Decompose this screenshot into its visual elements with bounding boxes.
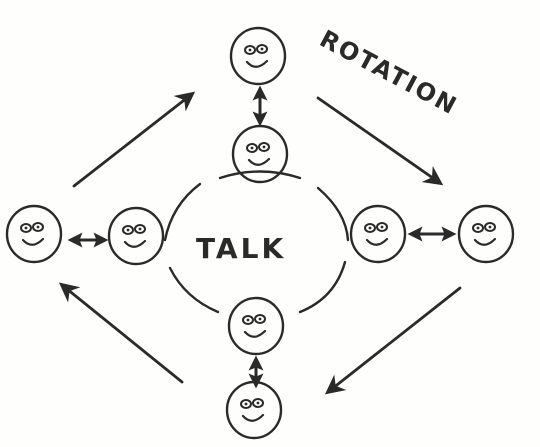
rotation-arrow-top-right [316, 96, 444, 186]
face-left-outer [5, 204, 63, 264]
rotation-label: ROTATION [315, 25, 462, 121]
face-right-outer [457, 204, 515, 264]
face-right-inner [349, 204, 407, 264]
face-top-outer [229, 26, 287, 86]
rotation-arrow-top-left [72, 91, 196, 188]
face-top-inner [231, 124, 289, 184]
rotation-arrow-bottom-right [324, 286, 462, 395]
face-bottom-outer [225, 380, 283, 440]
talk-circle [163, 170, 350, 314]
face-left-inner [107, 206, 165, 266]
face-bottom-inner [227, 296, 285, 356]
center-label: TALK [196, 232, 286, 265]
rotation-arrow-bottom-left [58, 282, 184, 384]
